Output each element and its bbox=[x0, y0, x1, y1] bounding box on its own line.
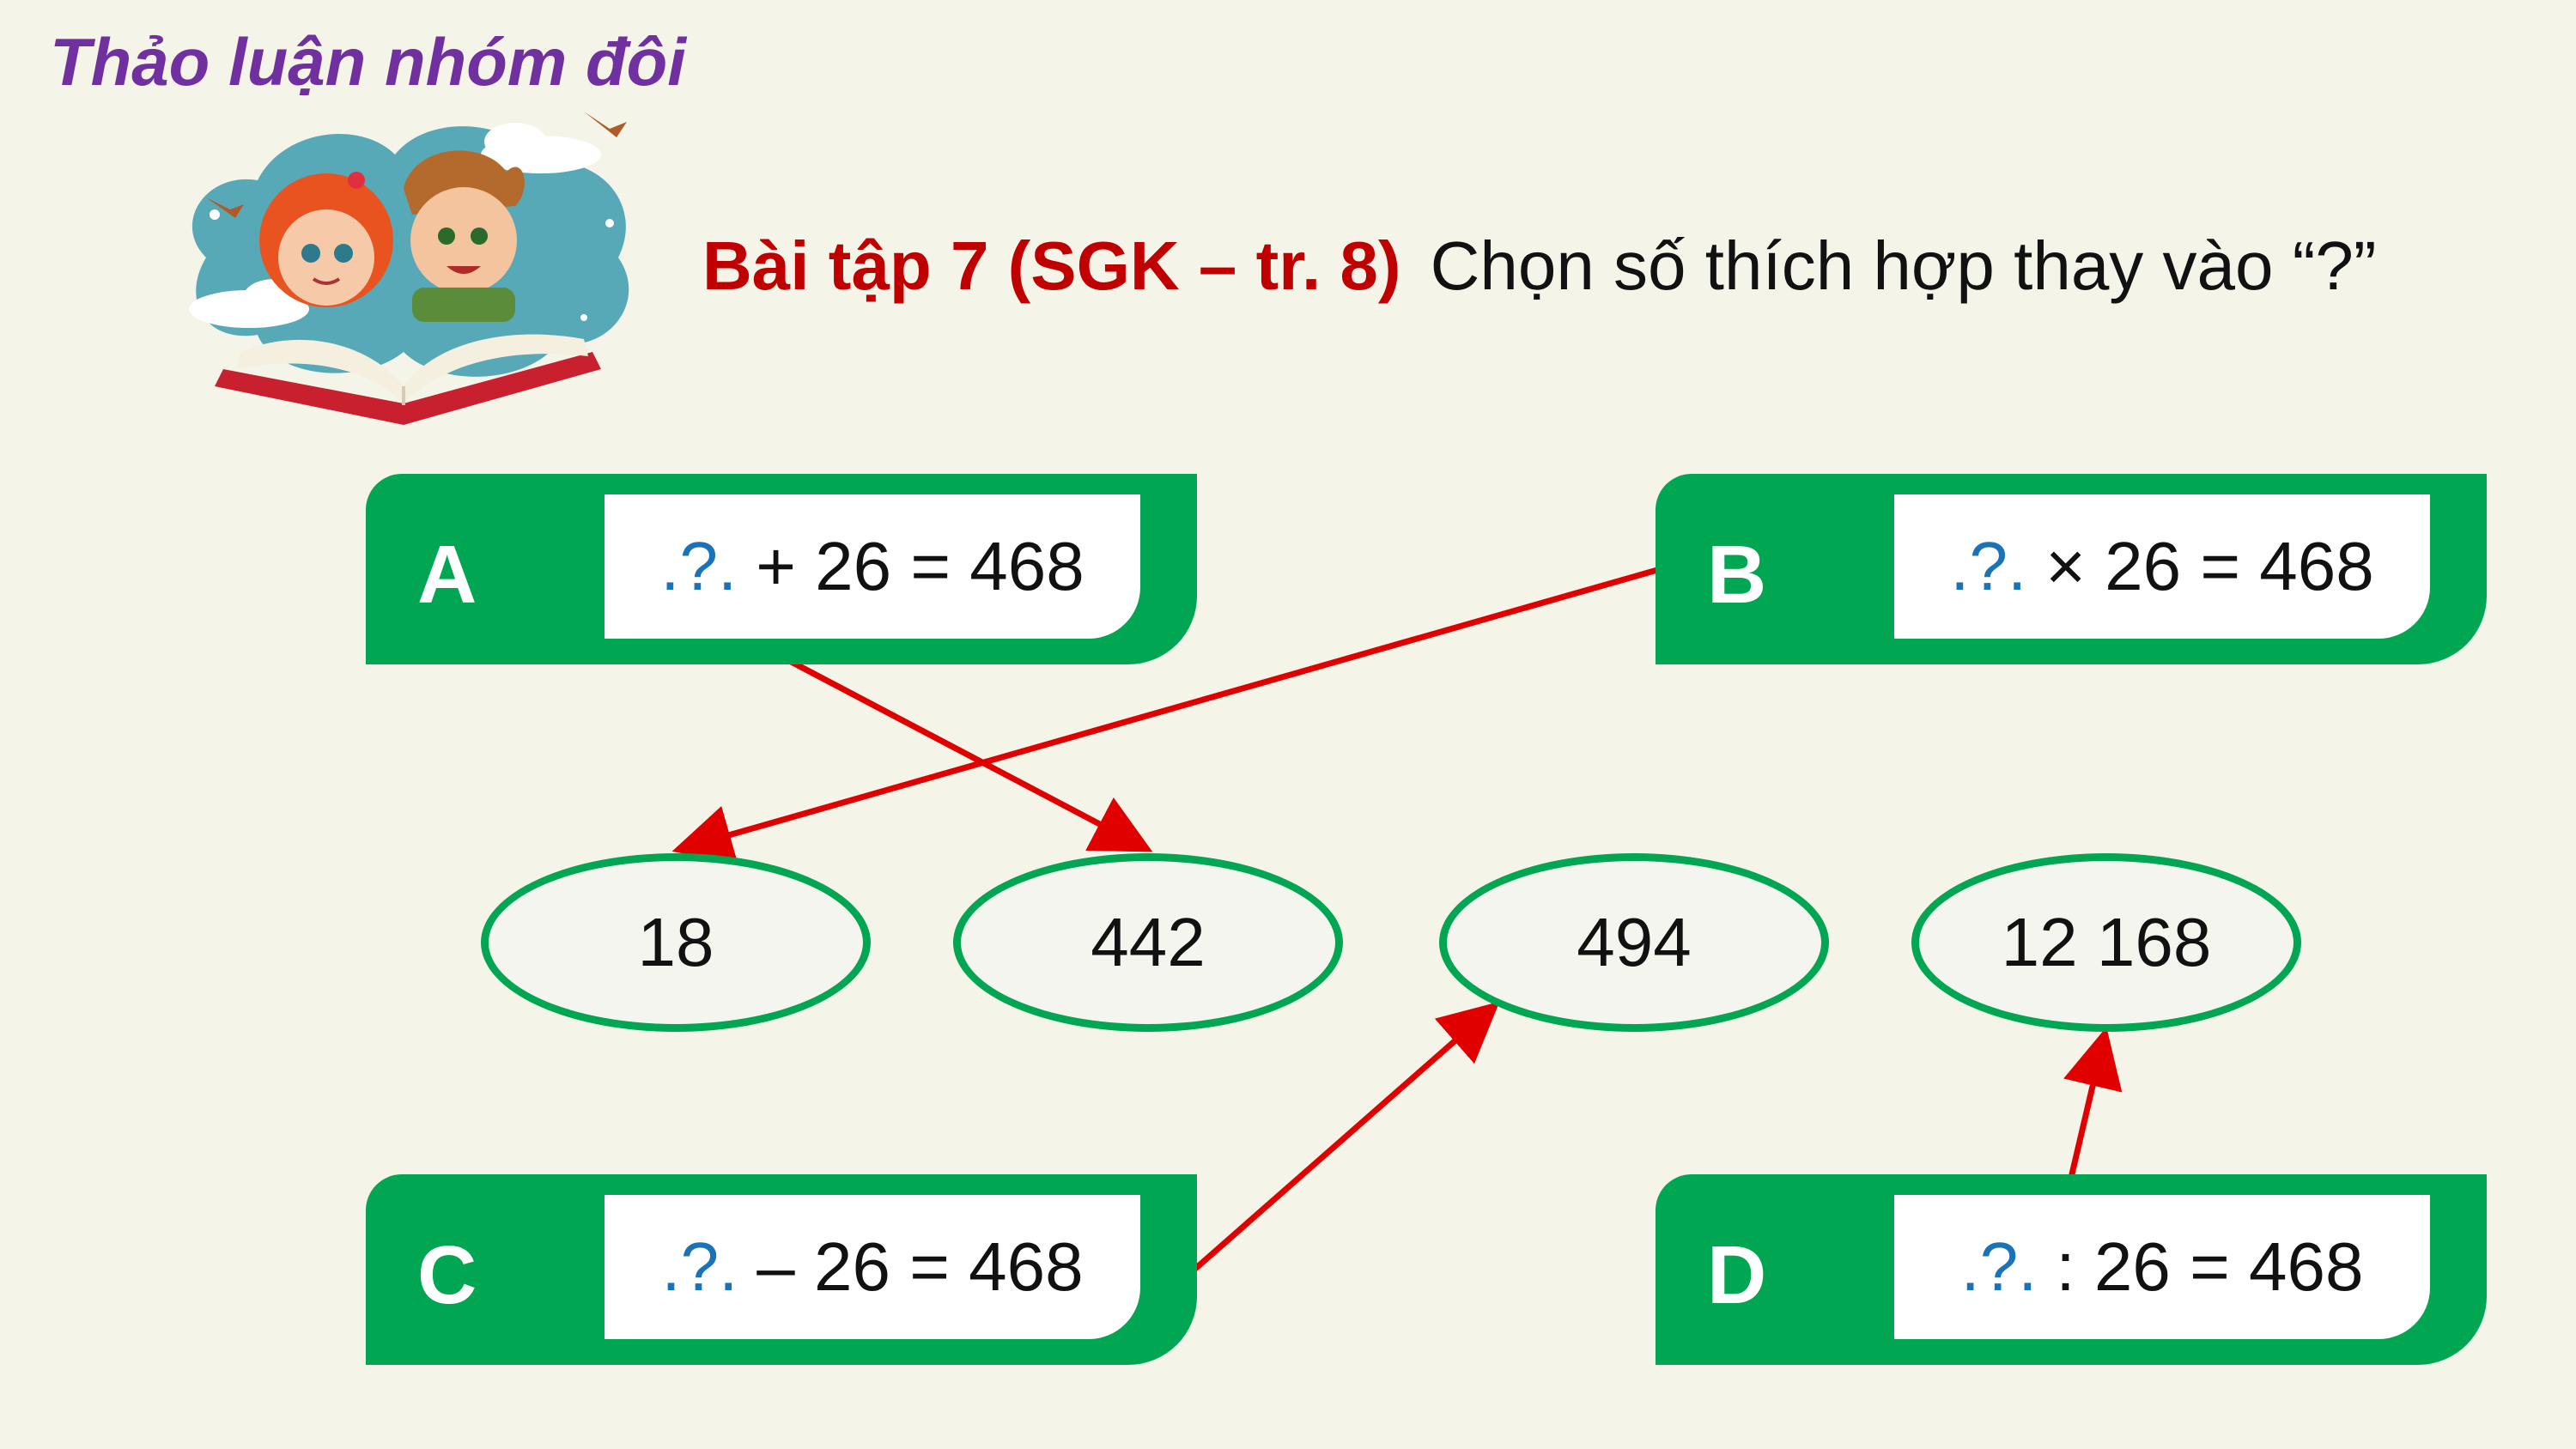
card-expression: .?.× 26 = 468 bbox=[1894, 494, 2430, 639]
answer-oval-442[interactable]: 442 bbox=[953, 853, 1343, 1032]
card-letter: A bbox=[417, 529, 477, 621]
exercise-reference: Bài tập 7 (SGK – tr. 8) bbox=[702, 227, 1401, 304]
card-letter: B bbox=[1707, 529, 1767, 621]
placeholder-mark: .?. bbox=[660, 528, 738, 604]
equation-text: – 26 = 468 bbox=[756, 1228, 1084, 1305]
card-expression: .?.+ 26 = 468 bbox=[605, 494, 1140, 639]
equation-text: × 26 = 468 bbox=[2045, 528, 2374, 604]
page-heading: Thảo luận nhóm đôi bbox=[50, 24, 686, 100]
card-expression: .?.: 26 = 468 bbox=[1894, 1195, 2430, 1339]
placeholder-mark: .?. bbox=[1960, 1228, 2038, 1305]
card-c: C .?.– 26 = 468 bbox=[366, 1174, 1197, 1365]
equation-text: + 26 = 468 bbox=[756, 528, 1084, 604]
card-letter: C bbox=[417, 1229, 477, 1321]
card-b: B .?.× 26 = 468 bbox=[1656, 474, 2487, 664]
card-expression: .?.– 26 = 468 bbox=[605, 1195, 1140, 1339]
answer-oval-494[interactable]: 494 bbox=[1439, 853, 1829, 1032]
card-a: A .?.+ 26 = 468 bbox=[366, 474, 1197, 664]
card-d: D .?.: 26 = 468 bbox=[1656, 1174, 2487, 1365]
exercise-title: Bài tập 7 (SGK – tr. 8) Chọn số thích hợp… bbox=[702, 225, 2377, 307]
answer-oval-18[interactable]: 18 bbox=[481, 853, 871, 1032]
exercise-instruction: Chọn số thích hợp thay vào “?” bbox=[1430, 227, 2377, 304]
placeholder-mark: .?. bbox=[1950, 528, 2027, 604]
equation-text: : 26 = 468 bbox=[2056, 1228, 2364, 1305]
answer-oval-12168[interactable]: 12 168 bbox=[1911, 853, 2301, 1032]
placeholder-mark: .?. bbox=[661, 1228, 738, 1305]
arrow-a-to-442 bbox=[781, 654, 1153, 852]
card-letter: D bbox=[1707, 1229, 1767, 1321]
children-reading-book-illustration bbox=[189, 112, 629, 425]
arrow-c-to-494 bbox=[1193, 1001, 1500, 1271]
arrow-d-to-12168 bbox=[2063, 1027, 2123, 1179]
